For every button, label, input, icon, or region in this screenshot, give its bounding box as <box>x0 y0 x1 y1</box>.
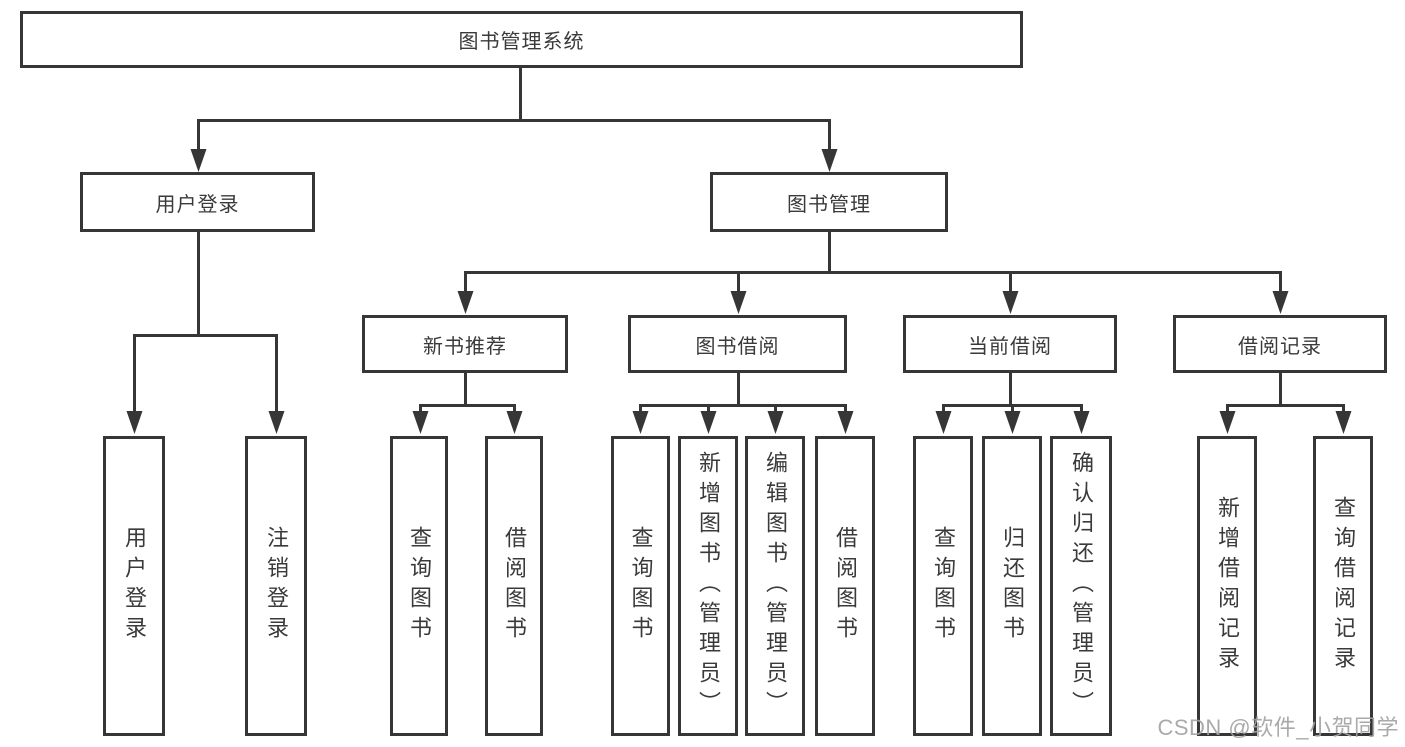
leaf-label: 编辑图书（管理员） <box>763 451 788 721</box>
csdn-watermark: CSDN @软件_小贺同学 <box>1157 715 1399 740</box>
leaf-logout: 注销登录 <box>245 436 307 736</box>
leaf-label: 借阅图书 <box>833 526 858 646</box>
leaf-borrow-books-recommend: 借阅图书 <box>485 436 543 736</box>
leaf-borrow-books: 借阅图书 <box>815 436 875 736</box>
leaf-label: 查询图书 <box>931 526 956 646</box>
leaf-label: 借阅图书 <box>502 526 527 646</box>
connector-borrow-records-to-leaves <box>1219 373 1352 434</box>
leaf-add-book-admin: 新增图书（管理员） <box>678 436 738 736</box>
leaf-add-borrow-record: 新增借阅记录 <box>1197 436 1257 736</box>
leaf-label: 查询图书 <box>407 526 432 646</box>
leaf-query-books-borrow: 查询图书 <box>611 436 670 736</box>
leaf-label: 查询借阅记录 <box>1331 496 1356 676</box>
leaf-user-login: 用户登录 <box>103 436 165 736</box>
node-new-book-recommendation: 新书推荐 <box>362 315 568 373</box>
leaf-label: 新增借阅记录 <box>1215 496 1240 676</box>
leaf-query-books-recommend: 查询图书 <box>390 436 448 736</box>
leaf-confirm-return-admin: 确认归还（管理员） <box>1050 436 1112 736</box>
leaf-label: 确认归还（管理员） <box>1069 451 1094 721</box>
connector-user-login-to-leaves <box>126 232 285 434</box>
leaf-label: 查询图书 <box>628 526 654 646</box>
connector-new-book-rec-to-leaves <box>412 373 523 434</box>
leaf-label: 用户登录 <box>122 526 147 646</box>
connector-root-to-level2 <box>190 68 838 172</box>
leaf-label: 注销登录 <box>264 526 289 646</box>
leaf-edit-book-admin: 编辑图书（管理员） <box>745 436 805 736</box>
connector-book-borrow-to-leaves <box>632 373 854 434</box>
leaf-query-borrow-record: 查询借阅记录 <box>1313 436 1373 736</box>
node-book-borrowing: 图书借阅 <box>628 315 847 373</box>
node-book-management: 图书管理 <box>710 172 948 232</box>
node-user-login: 用户登录 <box>80 172 315 232</box>
leaf-label: 归还图书 <box>1000 526 1025 646</box>
node-library-system-root: 图书管理系统 <box>20 11 1023 68</box>
leaf-query-books-current: 查询图书 <box>913 436 973 736</box>
leaf-return-books: 归还图书 <box>982 436 1042 736</box>
connector-current-borrow-to-leaves <box>935 373 1090 434</box>
node-borrowing-records: 借阅记录 <box>1173 315 1387 373</box>
leaf-label: 新增图书（管理员） <box>696 451 721 721</box>
connector-book-mgmt-to-level3 <box>457 232 1289 314</box>
node-current-borrowing: 当前借阅 <box>903 315 1117 373</box>
